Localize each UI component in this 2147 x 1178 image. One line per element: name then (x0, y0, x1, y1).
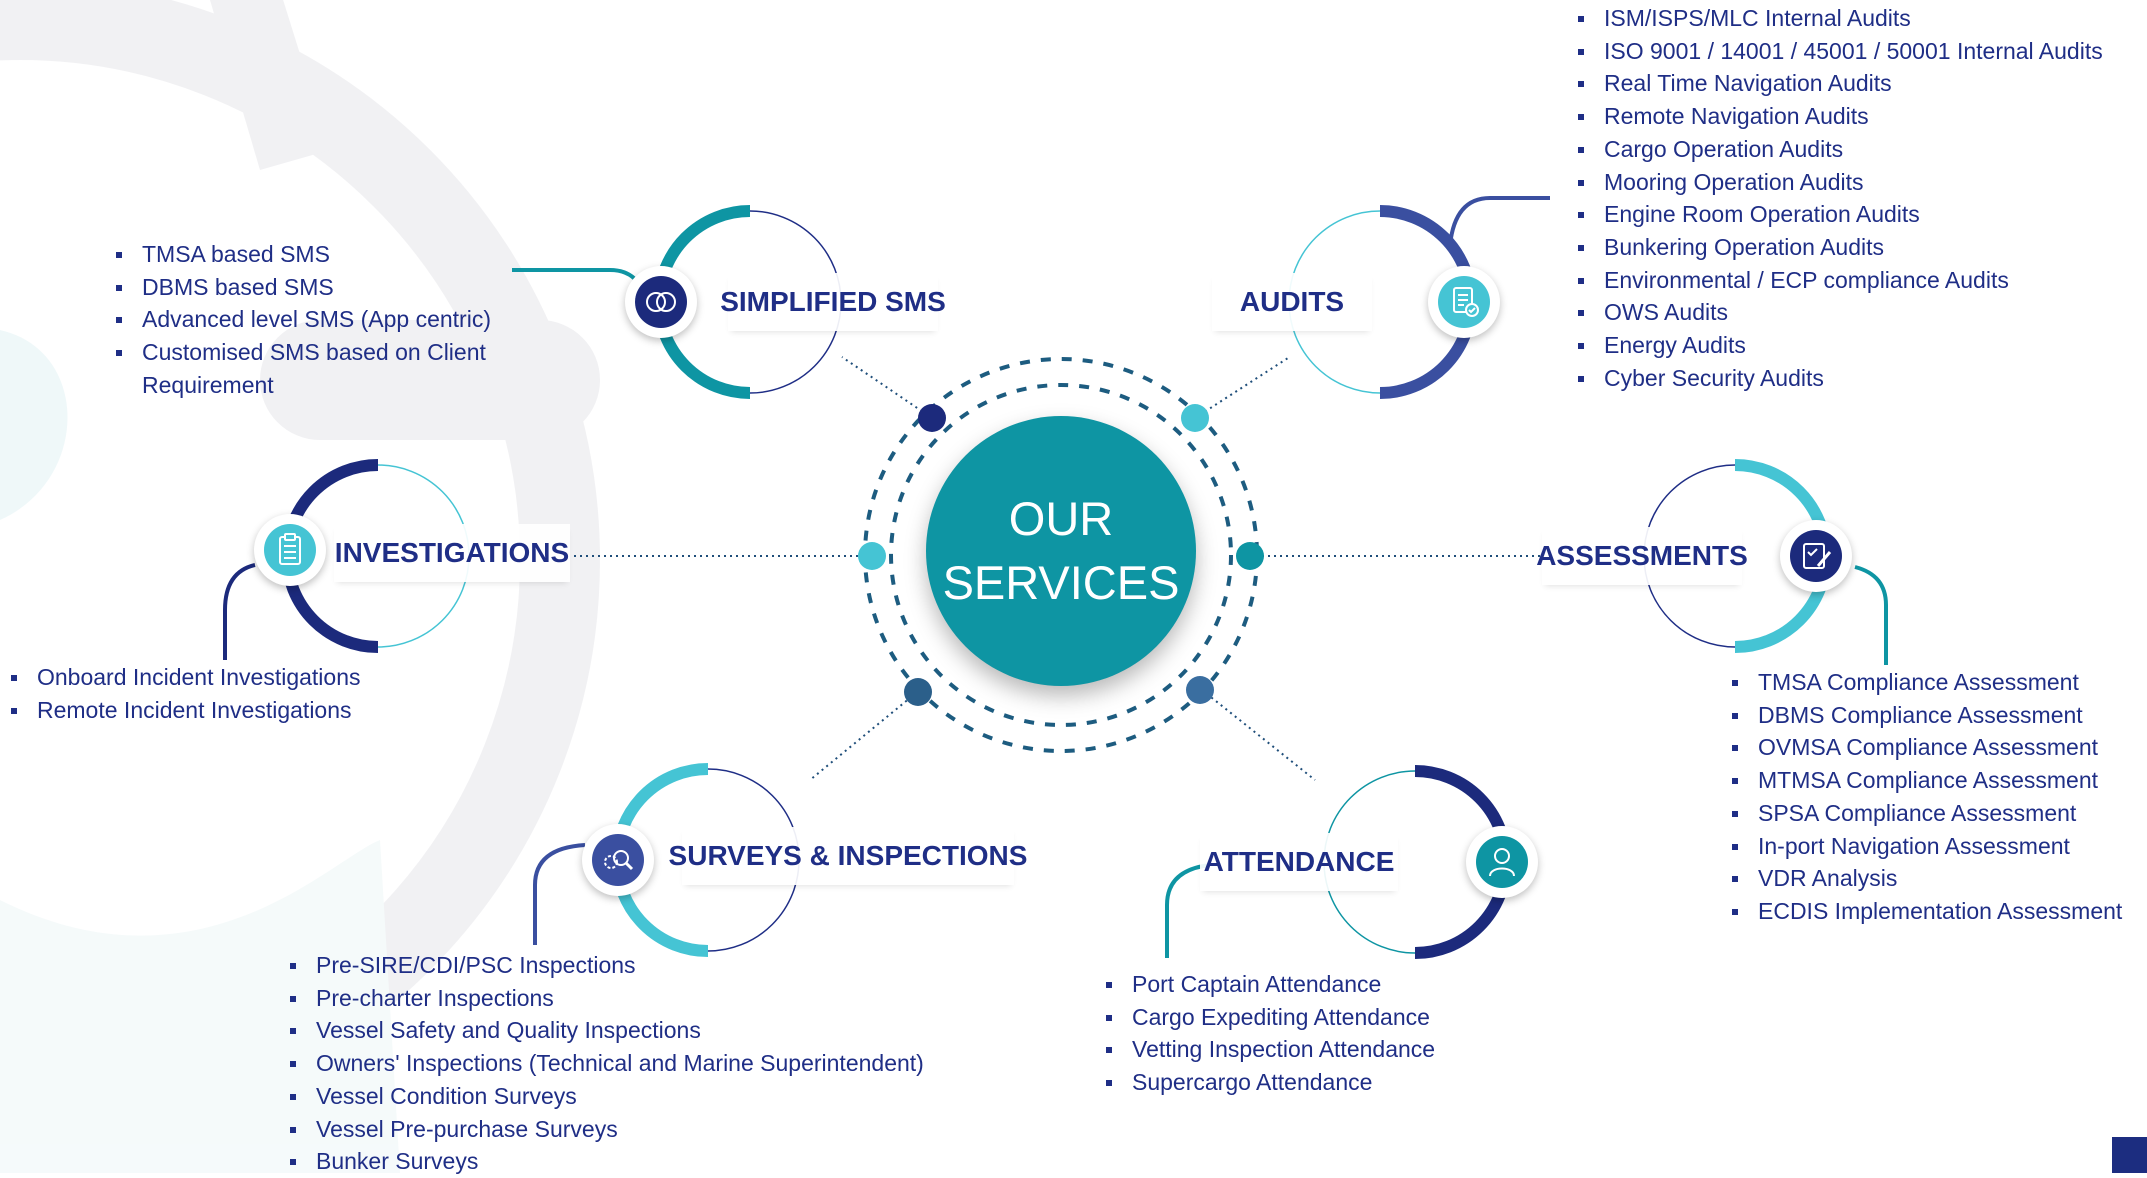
list-item: Vessel Safety and Quality Inspections (284, 1014, 924, 1047)
connector-surveys (809, 692, 917, 781)
list-item: Remote Navigation Audits (1572, 100, 2103, 133)
corner-accent-block (2112, 1137, 2147, 1173)
attendance-title: ATTENDANCE (1200, 833, 1398, 891)
list-item: OVMSA Compliance Assessment (1726, 731, 2122, 764)
assessments-title: ASSESSMENTS (1536, 527, 1748, 585)
sms-title: SIMPLIFIED SMS (720, 273, 946, 331)
layers-icon (635, 276, 687, 328)
connector-audits (1194, 357, 1289, 419)
list-item: OWS Audits (1572, 296, 2103, 329)
connector-attendance (1201, 689, 1316, 781)
audits-icon-disc (1428, 266, 1500, 338)
list-item: Pre-charter Inspections (284, 982, 924, 1015)
assessments-list: TMSA Compliance Assessment DBMS Complian… (1726, 666, 2122, 928)
list-item: VDR Analysis (1726, 862, 2122, 895)
list-item: Real Time Navigation Audits (1572, 67, 2103, 100)
list-item: Vetting Inspection Attendance (1100, 1033, 1435, 1066)
list-item: Energy Audits (1572, 329, 2103, 362)
junction-dot-attendance (1186, 676, 1214, 704)
connector-sms (841, 356, 933, 419)
surveys-icon-disc (582, 824, 654, 896)
list-item: Mooring Operation Audits (1572, 166, 2103, 199)
investigations-title: INVESTIGATIONS (334, 524, 570, 582)
list-item: Vessel Condition Surveys (284, 1080, 924, 1113)
junction-dot-sms (918, 404, 946, 432)
list-item: MTMSA Compliance Assessment (1726, 764, 2122, 797)
surveys-list: Pre-SIRE/CDI/PSC Inspections Pre-charter… (284, 949, 924, 1178)
junction-dot-surveys (904, 678, 932, 706)
list-item: ISO 9001 / 14001 / 45001 / 50001 Interna… (1572, 35, 2103, 68)
list-item: Bunkering Operation Audits (1572, 231, 2103, 264)
clipboard-icon (264, 524, 316, 576)
list-item: ECDIS Implementation Assessment (1726, 895, 2122, 928)
surveys-title: SURVEYS & INSPECTIONS (669, 827, 1027, 885)
list-item: Bunker Surveys (284, 1145, 924, 1178)
list-item: Advanced level SMS (App centric) (110, 303, 491, 336)
list-item: Engine Room Operation Audits (1572, 198, 2103, 231)
list-item: Environmental / ECP compliance Audits (1572, 264, 2103, 297)
attendance-list: Port Captain Attendance Cargo Expediting… (1100, 968, 1435, 1099)
list-item: Cargo Operation Audits (1572, 133, 2103, 166)
junction-dot-investigations (858, 542, 886, 570)
list-item: Pre-SIRE/CDI/PSC Inspections (284, 949, 924, 982)
list-item: Remote Incident Investigations (5, 694, 360, 727)
center-inner-dashed-ring (889, 383, 1233, 727)
list-item-continuation: Requirement (142, 371, 274, 398)
list-item: DBMS Compliance Assessment (1726, 699, 2122, 732)
junction-dot-audits (1181, 404, 1209, 432)
list-item: Onboard Incident Investigations (5, 661, 360, 694)
person-icon (1476, 836, 1528, 888)
list-item: Owners' Inspections (Technical and Marin… (284, 1047, 924, 1080)
list-item: In-port Navigation Assessment (1726, 830, 2122, 863)
list-item: Customised SMS based on Client (110, 336, 491, 369)
list-item: DBMS based SMS (110, 271, 491, 304)
sms-list: TMSA based SMS DBMS based SMS Advanced l… (110, 238, 491, 402)
list-item: TMSA based SMS (110, 238, 491, 271)
center-title-line1: OUR (1008, 492, 1114, 545)
list-item: Cargo Expediting Attendance (1100, 1001, 1435, 1034)
assessment-pen-icon (1790, 530, 1842, 582)
list-item: SPSA Compliance Assessment (1726, 797, 2122, 830)
audits-list: ISM/ISPS/MLC Internal Audits ISO 9001 / … (1572, 2, 2103, 394)
investigations-icon-disc (254, 514, 326, 586)
list-item: ISM/ISPS/MLC Internal Audits (1572, 2, 2103, 35)
junction-dot-assessments (1236, 542, 1264, 570)
attendance-icon-disc (1466, 826, 1538, 898)
list-item: Supercargo Attendance (1100, 1066, 1435, 1099)
assessments-icon-disc (1780, 520, 1852, 592)
our-services-center: OUR SERVICES (926, 416, 1196, 686)
gear-search-icon (592, 834, 644, 886)
sms-icon-disc (625, 266, 697, 338)
investigations-list: Onboard Incident Investigations Remote I… (5, 661, 360, 726)
audits-title: AUDITS (1212, 273, 1372, 331)
audit-document-icon (1438, 276, 1490, 328)
list-item: Vessel Pre-purchase Surveys (284, 1113, 924, 1146)
list-item: TMSA Compliance Assessment (1726, 666, 2122, 699)
list-item: Cyber Security Audits (1572, 362, 2103, 395)
center-title-line2: SERVICES (942, 556, 1180, 609)
list-item: Port Captain Attendance (1100, 968, 1435, 1001)
